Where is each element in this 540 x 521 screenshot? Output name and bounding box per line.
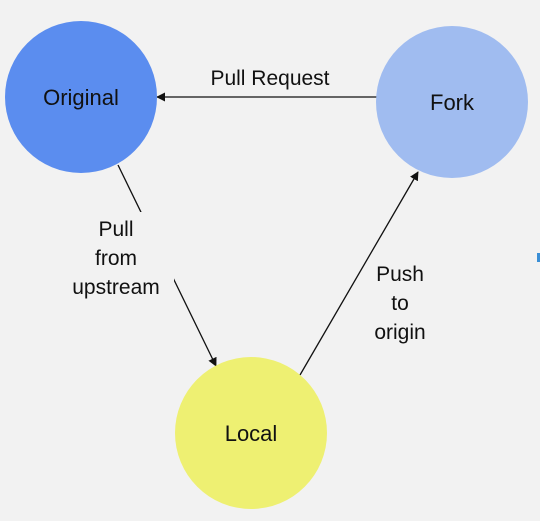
edge-label-backdrop-pull-from-upstream (56, 212, 174, 302)
edge-push-to-origin (299, 171, 419, 376)
edge-marker (537, 253, 540, 262)
edge-label-pull-from-upstream-line-3: upstream (72, 276, 160, 299)
node-original-label: Original (43, 85, 119, 110)
edge-label-pull-request: Pull Request (210, 67, 329, 90)
edge-label-pull-from-upstream-line-1: Pull (98, 218, 133, 241)
node-fork-label: Fork (430, 90, 475, 115)
edge-label-backdrop-pull-request (192, 64, 348, 90)
edge-label-pull-from-upstream-line-2: from (95, 247, 137, 270)
node-original (5, 21, 157, 173)
edge-label-push-to-origin-line-2: to (391, 292, 409, 315)
node-local-label: Local (225, 421, 278, 446)
node-fork (376, 26, 528, 178)
node-local (175, 357, 327, 509)
edge-label-push-to-origin-line-1: Push (376, 263, 424, 286)
edge-label-push-to-origin-line-3: origin (374, 321, 425, 344)
